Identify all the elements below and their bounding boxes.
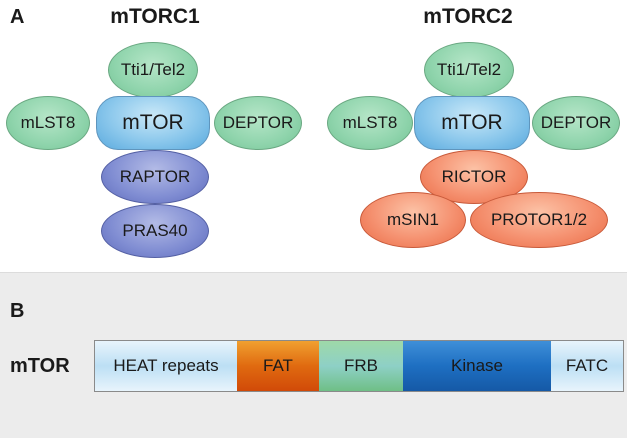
mtorc1-tti1-tel2: Tti1/Tel2 <box>108 42 198 98</box>
mtorc2-msin1: mSIN1 <box>360 192 466 248</box>
mtorc2-mlst8: mLST8 <box>327 96 413 150</box>
domain-heat-repeats: HEAT repeats <box>95 341 237 391</box>
panel-b-letter: B <box>10 300 25 322</box>
domain-fat: FAT <box>237 341 319 391</box>
mtorc1-mtor: mTOR <box>96 96 210 150</box>
mtorc1-raptor: RAPTOR <box>101 150 209 204</box>
mtorc2-tti1-tel2: Tti1/Tel2 <box>424 42 514 98</box>
mtorc1-deptor: DEPTOR <box>214 96 302 150</box>
mtorc1-mlst8: mLST8 <box>6 96 90 150</box>
mtorc2-title: mTORC2 <box>423 5 513 28</box>
domain-frb: FRB <box>319 341 403 391</box>
domain-kinase: Kinase <box>403 341 551 391</box>
mtorc1-pras40: PRAS40 <box>101 204 209 258</box>
mtorc2-deptor: DEPTOR <box>532 96 620 150</box>
mtor-domain-bar: HEAT repeats FAT FRB Kinase FATC <box>94 340 624 392</box>
domain-fatc: FATC <box>551 341 623 391</box>
panel-a: A mTORC1 Tti1/Tel2 mLST8 mTOR DEPTOR RAP… <box>6 5 620 258</box>
mtor-protein-label: mTOR <box>10 355 70 377</box>
mtorc2-protor: PROTOR1/2 <box>470 192 608 248</box>
panel-a-letter: A <box>10 6 25 28</box>
mtorc2-mtor: mTOR <box>414 96 530 150</box>
mtorc1-title: mTORC1 <box>110 5 200 28</box>
